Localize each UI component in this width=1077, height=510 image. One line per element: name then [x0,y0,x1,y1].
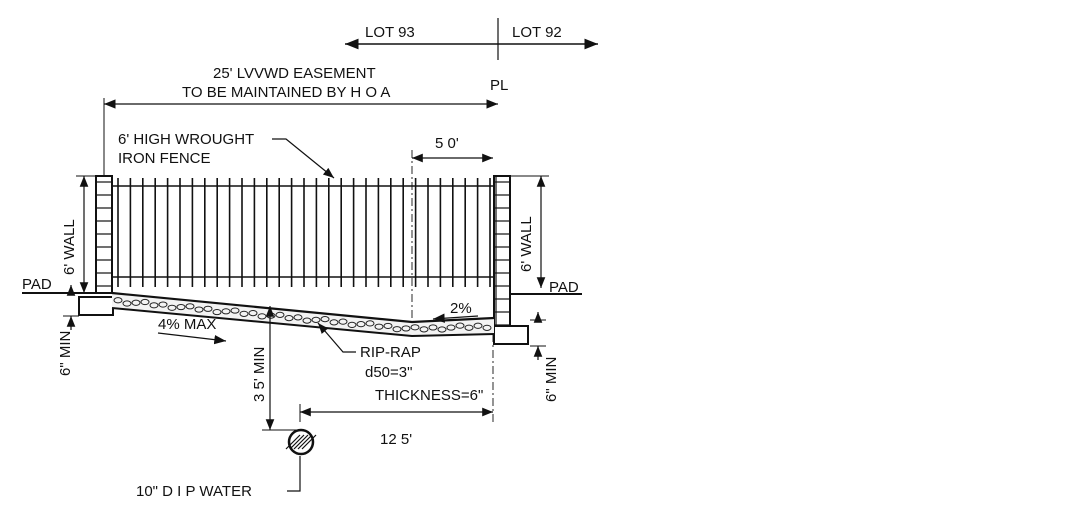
left-wall-dimension: 6' WALL [61,175,96,293]
water-pipe: 10" D I P WATER [136,428,317,500]
left-wall-label: 6' WALL [61,219,78,275]
pads: PAD PAD [22,276,582,296]
slope-annotations: 4% MAX 2% [157,300,479,345]
cover-depth-dimension: 3 5' MIN [251,306,300,431]
easement-line-2: TO BE MAINTAINED BY H O A [182,84,390,101]
right-footing-label: 6" MIN [543,357,560,402]
fence-offset-label: 5 0' [435,135,459,152]
lot-92-label: LOT 92 [512,24,562,41]
pipe-offset-label: 12 5' [380,431,412,448]
left-wall [78,175,114,316]
footing-dimensions: 6" MIN 6" MIN [57,285,560,402]
right-wall-dimension: 6' WALL [510,175,549,288]
pad-right-label: PAD [549,279,579,296]
lot-93-label: LOT 93 [365,24,415,41]
pad-left-label: PAD [22,276,52,293]
cover-depth-label: 3 5' MIN [251,347,268,402]
pipe-label: 10" D I P WATER [136,483,252,500]
right-wall [493,175,529,345]
fence-offset-dimension: 5 0' [411,135,493,320]
left-footing-label: 6" MIN [57,331,74,376]
property-line-label: PL [490,77,508,94]
right-wall-label: 6' WALL [518,216,535,272]
easement-line-1: 25' LVVWD EASEMENT [213,65,376,82]
pipe-offset-dimension: 12 5' [299,334,494,448]
rip-rap-channel [111,291,495,338]
fence-callout: 6' HIGH WROUGHT IRON FENCE [118,131,335,179]
easement-dimension: 25' LVVWD EASEMENT TO BE MAINTAINED BY H… [103,65,498,176]
rip-rap-line-2: d50=3" [365,364,412,381]
fence-label-line-2: IRON FENCE [118,150,211,167]
left-slope-label: 4% MAX [158,316,216,333]
rip-rap-line-1: RIP-RAP [360,344,421,361]
wrought-iron-fence [112,178,494,287]
rip-rap-line-3: THICKNESS=6" [375,387,483,404]
rip-rap-callout: RIP-RAP d50=3" THICKNESS=6" [317,322,483,404]
lot-arrows: LOT 93 LOT 92 [345,18,598,60]
fence-label-line-1: 6' HIGH WROUGHT [118,131,254,148]
right-slope-label: 2% [450,300,472,317]
